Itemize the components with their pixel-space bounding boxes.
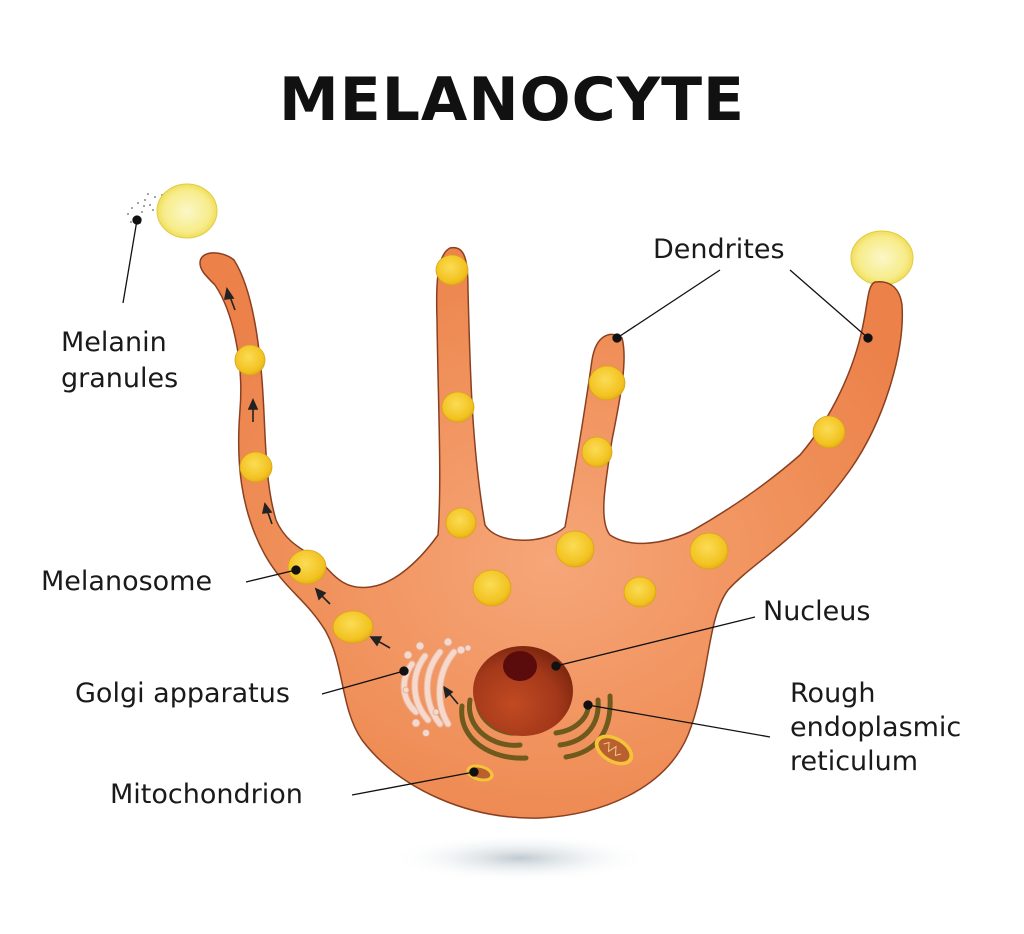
nucleus (473, 646, 573, 736)
melanosomes (234, 254, 846, 644)
leader-lines (122, 215, 873, 796)
label-melanin-granules: Melanin granules (61, 325, 178, 397)
label-rough-er-line3: reticulum (790, 746, 919, 777)
transport-arrows (223, 286, 459, 705)
label-melanosome: Melanosome (41, 566, 213, 597)
label-rough-er-line1: Rough (790, 678, 876, 709)
label-melanin-granules-line2: granules (61, 363, 179, 394)
cell-body (199, 246, 904, 819)
mitochondrion-right (594, 734, 634, 766)
label-nucleus: Nucleus (763, 596, 871, 627)
label-melanin-granules-line1: Melanin (61, 327, 167, 358)
cell-shadow (390, 834, 650, 882)
nucleolus (503, 651, 537, 681)
label-rough-er-line2: endoplasmic (790, 712, 962, 743)
diagram-title: MELANOCYTE (279, 65, 745, 135)
label-mitochondrion: Mitochondrion (110, 779, 303, 810)
golgi-vesicles (402, 637, 472, 737)
label-dendrites: Dendrites (653, 234, 785, 265)
label-golgi-apparatus: Golgi apparatus (75, 678, 290, 709)
melanin-granule-cluster-right (850, 230, 914, 286)
melanin-granule-cluster-left (156, 183, 218, 239)
label-rough-er: Rough endoplasmic reticulum (790, 677, 961, 779)
